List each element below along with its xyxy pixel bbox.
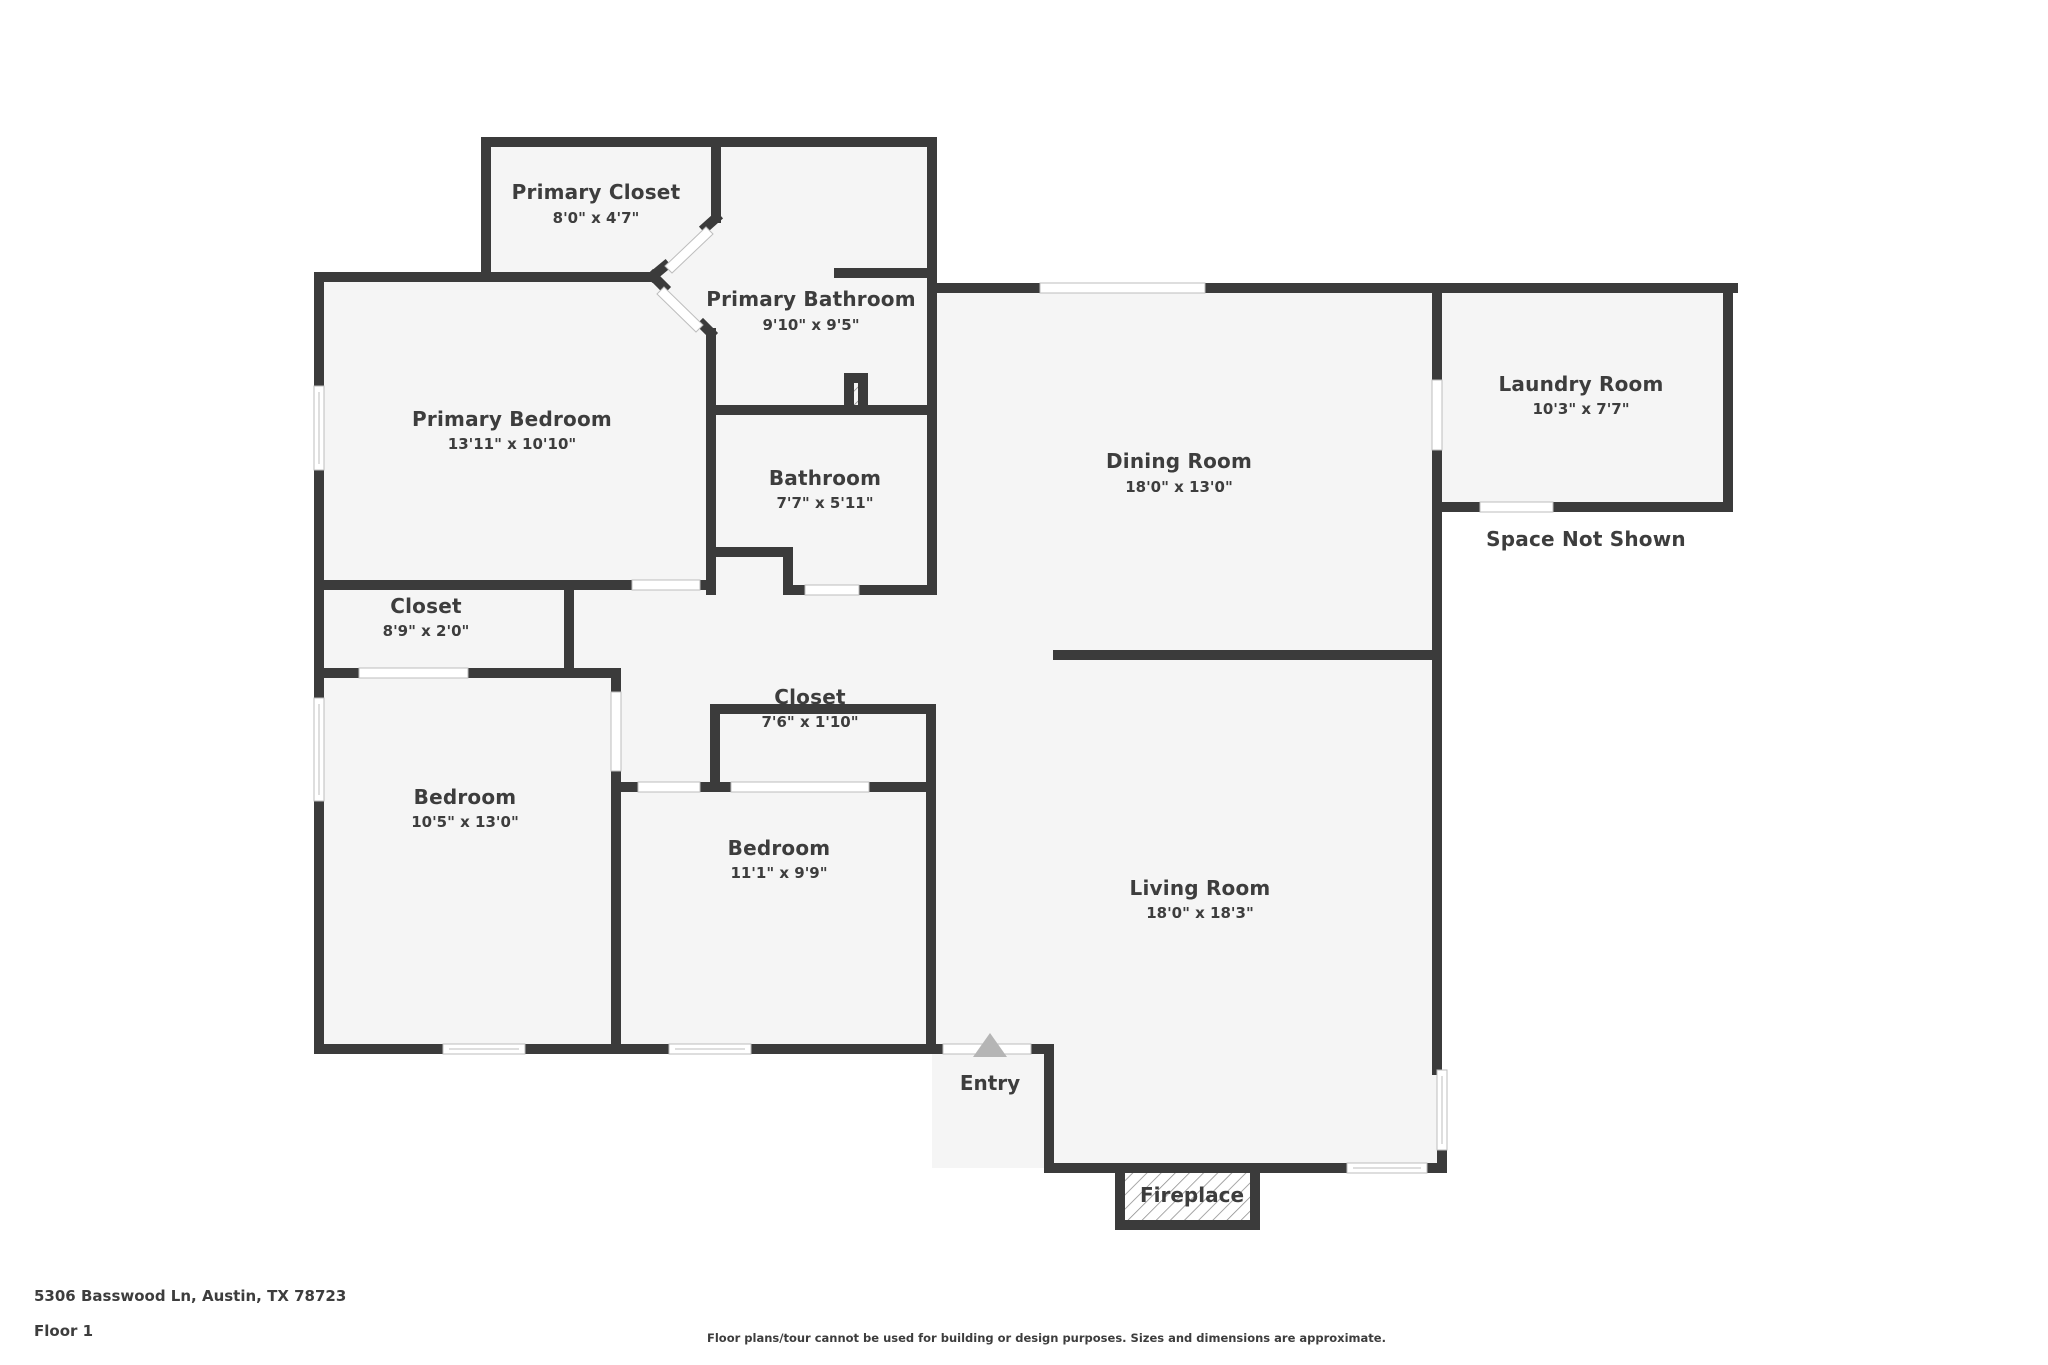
wall-living-left xyxy=(1026,1044,1120,1173)
room-dim-primary-bedroom: 13'11" x 10'10" xyxy=(447,435,577,453)
room-name-primary-bathroom: Primary Bathroom xyxy=(706,287,916,311)
door-bathroom xyxy=(804,584,860,596)
floor-laundry-room xyxy=(1437,288,1728,507)
room-dim-primary-bathroom: 9'10" x 9'5" xyxy=(762,316,860,334)
room-name-dining-room: Dining Room xyxy=(1106,449,1252,473)
opening-dining-top xyxy=(1039,282,1206,294)
wall-stub xyxy=(698,210,724,235)
door-laundry-left xyxy=(1431,379,1443,451)
room-name-closet-hall: Closet xyxy=(390,594,462,618)
wall-primary-closet xyxy=(481,137,937,282)
room-dim-bathroom: 7'7" x 5'11" xyxy=(776,494,874,512)
room-dim-closet-hall: 8'9" x 2'0" xyxy=(382,622,470,640)
wall-fireplace xyxy=(1115,1163,1260,1230)
fireplace-label: Fireplace xyxy=(1139,1183,1245,1207)
wall-closet2 xyxy=(710,704,936,1054)
room-name-primary-bedroom: Primary Bedroom xyxy=(412,407,612,431)
wall-living-corner xyxy=(1422,1145,1447,1173)
floor-primary-bedroom xyxy=(319,277,712,585)
floor-fireplace xyxy=(1120,1168,1255,1225)
floor-living-room xyxy=(932,655,1442,1168)
door-primary-bedroom xyxy=(631,579,701,591)
door-primary-closet-diag xyxy=(664,226,714,274)
floor-bathroom xyxy=(711,410,932,590)
floor-label: Floor 1 xyxy=(34,1322,94,1340)
wall-chimney xyxy=(844,373,868,415)
room-dim-primary-closet: 8'0" x 4'7" xyxy=(552,209,640,227)
entry-label: Entry xyxy=(959,1071,1021,1095)
room-name-living-room: Living Room xyxy=(1129,876,1271,900)
wall-bath-notch xyxy=(706,547,810,595)
property-address: 5306 Basswood Ln, Austin, TX 78723 xyxy=(34,1287,347,1305)
door-laundry-bottom xyxy=(1479,501,1554,513)
room-name-bathroom: Bathroom xyxy=(768,466,882,490)
door-bedroom1 xyxy=(610,691,622,772)
floor-primary-bathroom xyxy=(653,142,932,410)
entry-marker-icon xyxy=(973,1033,1007,1057)
room-dim-closet-bedroom: 7'6" x 1'10" xyxy=(761,713,859,731)
room-name-bedroom-1: Bedroom xyxy=(413,785,517,809)
space-not-shown-label: Space Not Shown xyxy=(1486,527,1686,551)
room-dim-bedroom-1: 10'5" x 13'0" xyxy=(411,813,519,831)
room-name-closet-bedroom: Closet xyxy=(774,685,846,709)
door-closet2 xyxy=(730,781,870,793)
door-primary-bath-diag xyxy=(656,286,704,333)
room-dim-laundry-room: 10'3" x 7'7" xyxy=(1532,400,1630,418)
floor-fills xyxy=(319,142,1728,1225)
door-bedroom2 xyxy=(637,781,701,793)
room-dim-dining-room: 18'0" x 13'0" xyxy=(1125,478,1233,496)
room-dim-living-room: 18'0" x 18'3" xyxy=(1146,904,1254,922)
walls xyxy=(314,137,1738,1230)
room-name-primary-closet: Primary Closet xyxy=(511,180,681,204)
wall-stub xyxy=(645,268,672,295)
room-dim-bedroom-2: 11'1" x 9'9" xyxy=(730,864,828,882)
disclaimer: Floor plans/tour cannot be used for buil… xyxy=(707,1331,1386,1345)
floor-primary-closet xyxy=(486,142,716,276)
room-name-laundry-room: Laundry Room xyxy=(1498,372,1664,396)
room-name-bedroom-2: Bedroom xyxy=(727,836,831,860)
door-closet1 xyxy=(358,667,469,679)
